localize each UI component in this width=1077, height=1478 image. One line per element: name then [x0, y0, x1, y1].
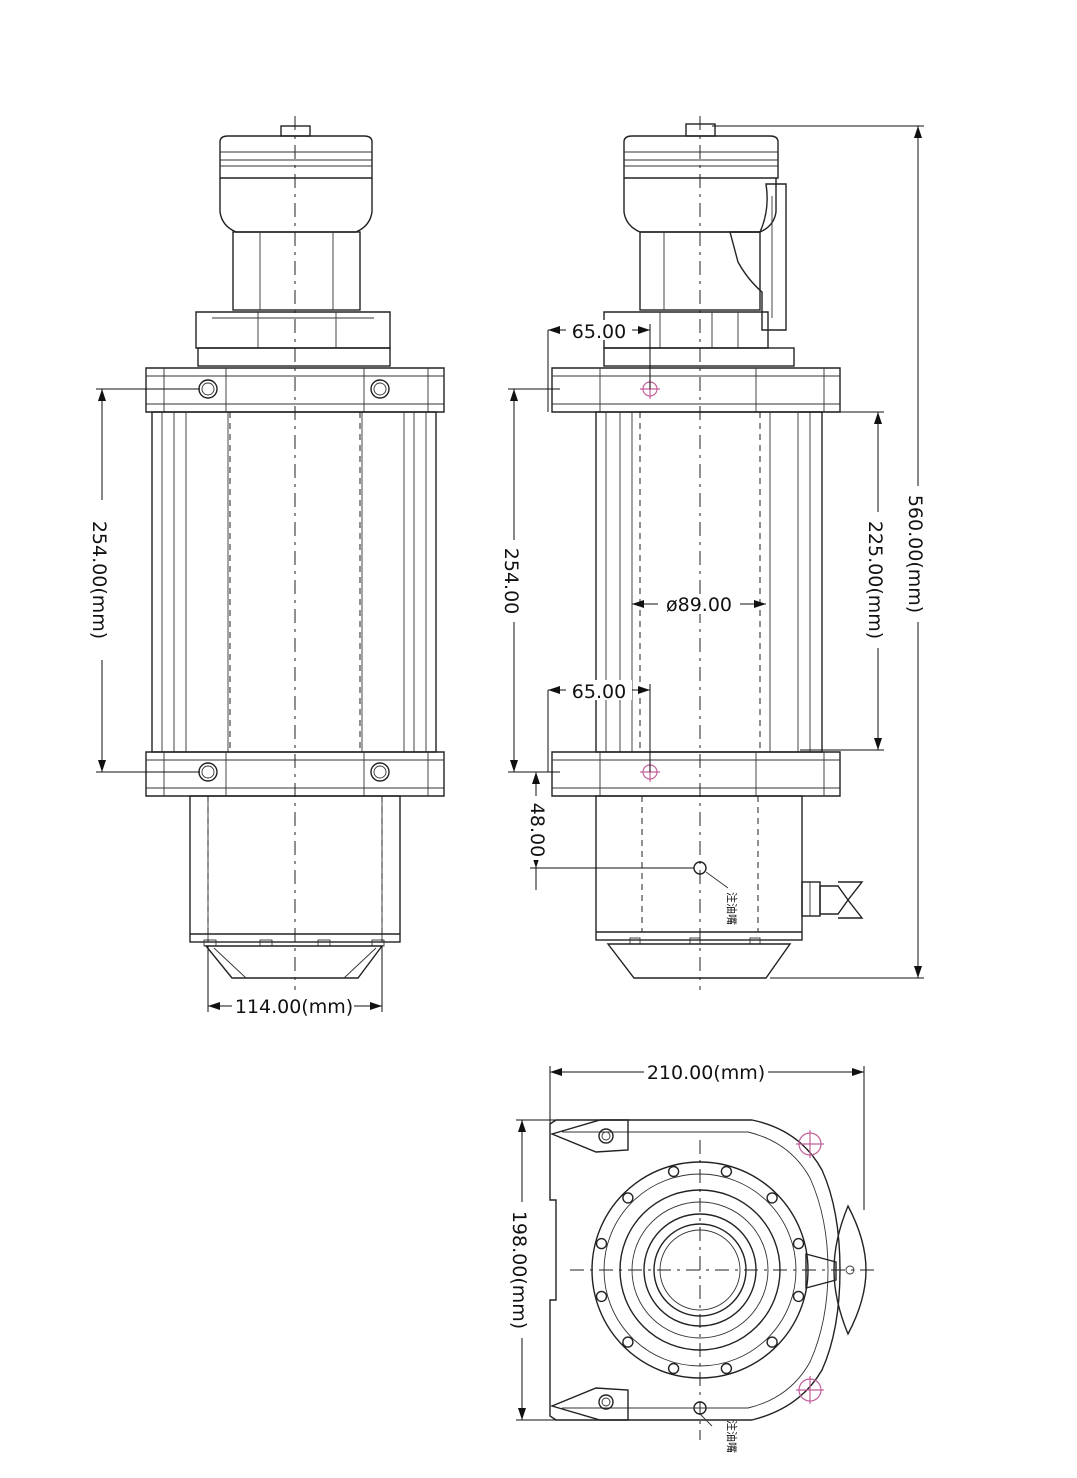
bolt-hole — [792, 1237, 805, 1250]
front-view: 254.00(mm) 114.00(mm) — [86, 116, 445, 1018]
side-lower-offset-dimension: 48.00 — [526, 803, 548, 857]
front-height-dimension: 254.00(mm) — [88, 521, 110, 639]
bolt-hole — [720, 1362, 733, 1375]
side-view: 注油嘴 65.00 65.00 254.00 — [498, 116, 934, 990]
bolt-hole — [792, 1290, 805, 1303]
bolt-circle — [595, 1165, 805, 1375]
bolt-hole — [667, 1362, 680, 1375]
bore-diameter-dimension: ø89.00 — [666, 594, 732, 616]
total-height-dimension: 560.00(mm) — [904, 495, 926, 613]
bolt-hole — [622, 1336, 634, 1348]
top-depth-dimension: 198.00(mm) — [508, 1211, 530, 1329]
bolt-hole — [595, 1237, 608, 1250]
bolt-hole — [667, 1165, 680, 1178]
bolt-hole — [766, 1192, 778, 1204]
side-offset-top-dimension: 65.00 — [572, 321, 626, 343]
side-inner-height-dimension: 225.00(mm) — [864, 521, 886, 639]
bolt-hole — [622, 1192, 634, 1204]
side-height-dimension: 254.00 — [500, 548, 522, 614]
grease-nipple-label-side: 注油嘴 — [725, 892, 739, 925]
bolt-hole — [720, 1165, 733, 1178]
front-width-dimension: 114.00(mm) — [235, 996, 353, 1018]
side-offset-bottom-dimension: 65.00 — [572, 681, 626, 703]
bolt-hole — [595, 1290, 608, 1303]
top-width-dimension: 210.00(mm) — [647, 1062, 765, 1084]
grease-nipple-label-top: 注油嘴 — [725, 1420, 739, 1453]
bolt-hole — [766, 1336, 778, 1348]
top-view: 注油嘴 210.00(mm) 198.00(mm) — [506, 1062, 880, 1453]
